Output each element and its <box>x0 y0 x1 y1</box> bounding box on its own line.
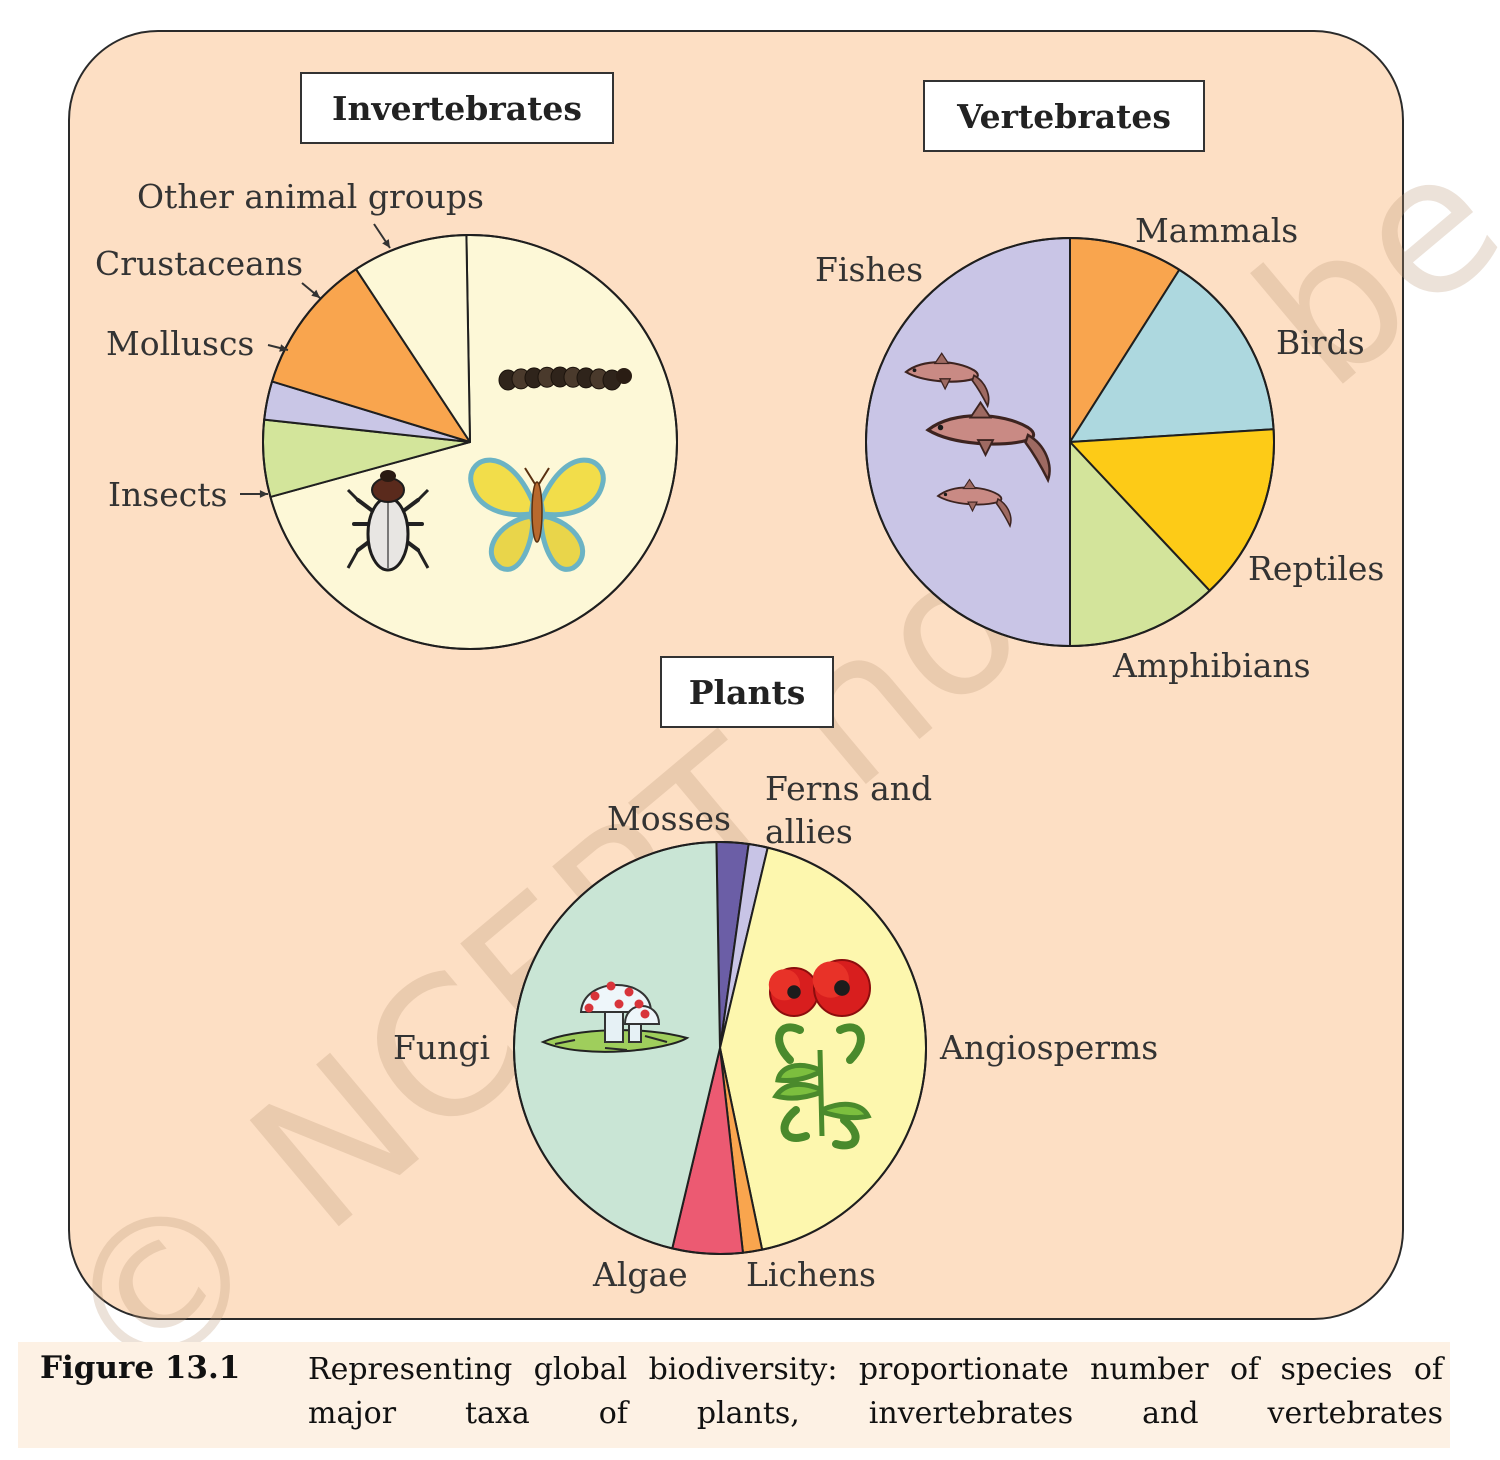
leader-arrow-other-animal-groups <box>382 239 390 248</box>
label-ferns-and-allies-line2: allies <box>765 812 853 851</box>
vertebrates-title: Vertebrates <box>923 80 1205 152</box>
label-ferns-and-allies-line1: Ferns and <box>765 769 932 808</box>
mushroom-icon <box>540 981 690 1053</box>
vertebrates-pie <box>865 237 1275 647</box>
label-birds: Birds <box>1276 323 1365 362</box>
caption-figure-number: Figure 13.1 <box>40 1350 241 1386</box>
plants-pie <box>513 841 927 1256</box>
fish-icon <box>904 352 990 409</box>
label-fishes: Fishes <box>815 250 923 289</box>
label-algae: Algae <box>592 1255 688 1294</box>
leader-arrow-molluscs <box>279 344 288 352</box>
fish-icon <box>936 478 1012 528</box>
label-mosses: Mosses <box>607 799 731 838</box>
label-fungi: Fungi <box>393 1028 490 1067</box>
invertebrates-pie <box>261 234 678 650</box>
invertebrates-pie-outline <box>262 234 678 650</box>
figure-caption: Figure 13.1 Representing global biodiver… <box>18 1342 1450 1448</box>
invertebrates-title: Invertebrates <box>300 72 614 144</box>
leader-arrow-crustaceans <box>311 289 320 298</box>
poppy-flower-icon <box>768 959 872 1150</box>
beetle-icon <box>346 470 430 572</box>
caption-text: Representing global biodiversity: propor… <box>308 1352 1443 1431</box>
plants-pie-outline <box>513 841 927 1255</box>
label-insects: Insects <box>108 475 227 514</box>
label-mammals: Mammals <box>1135 211 1298 250</box>
label-amphibians: Amphibians <box>1112 646 1311 685</box>
label-reptiles: Reptiles <box>1248 549 1384 588</box>
fish-icon <box>925 400 1051 484</box>
label-molluscs: Molluscs <box>106 324 254 363</box>
plants-title: Plants <box>660 656 834 728</box>
leader-arrow-insects <box>259 490 268 498</box>
label-other-animal-groups: Other animal groups <box>137 177 484 216</box>
label-angiosperms: Angiosperms <box>939 1028 1158 1067</box>
butterfly-icon <box>468 457 606 572</box>
caterpillar-icon <box>498 366 632 391</box>
label-lichens: Lichens <box>746 1255 876 1294</box>
vertebrates-pie-outline <box>865 237 1275 647</box>
label-crustaceans: Crustaceans <box>95 244 303 283</box>
